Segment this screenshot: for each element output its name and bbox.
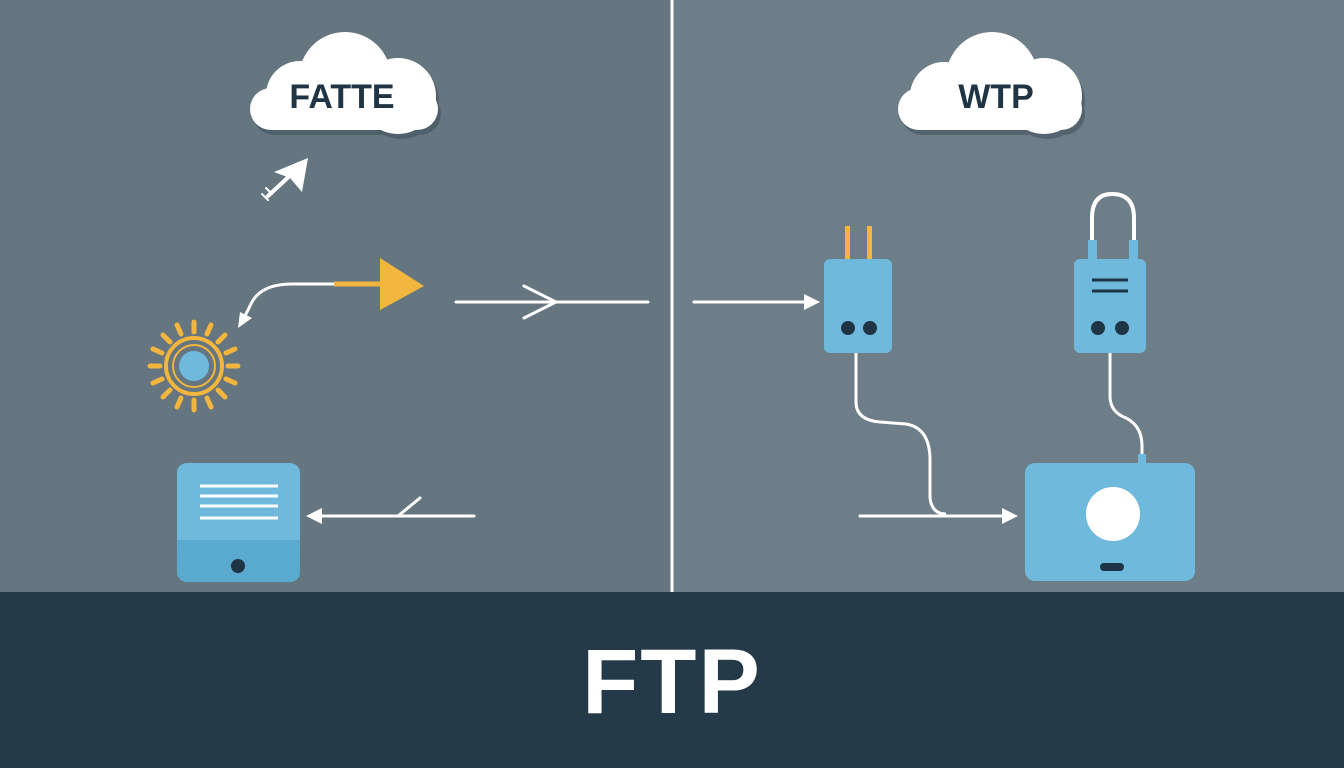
router-icon [1025,454,1195,581]
left-cloud-label: FATTE [289,78,394,116]
adapter-icon [1074,191,1146,353]
arrow-icon [261,158,308,201]
arrow-icon [858,508,1018,524]
arrow-icon [692,294,820,310]
cable-line [854,353,947,516]
cloud-icon: FATTE [250,32,441,139]
arrow-icon [306,496,476,524]
cloud-icon: WTP [898,32,1085,139]
arrow-icon [454,284,650,320]
tablet-icon [177,463,300,582]
arrow-icon [238,258,424,328]
footer-banner: FTP [0,592,1344,768]
gear-icon [147,319,241,413]
plug-icon [824,226,892,353]
right-cloud-label: WTP [958,78,1034,116]
cable-line [1108,353,1144,462]
diagram-canvas: FATTE [147,0,1195,592]
footer-title: FTP [582,631,762,733]
